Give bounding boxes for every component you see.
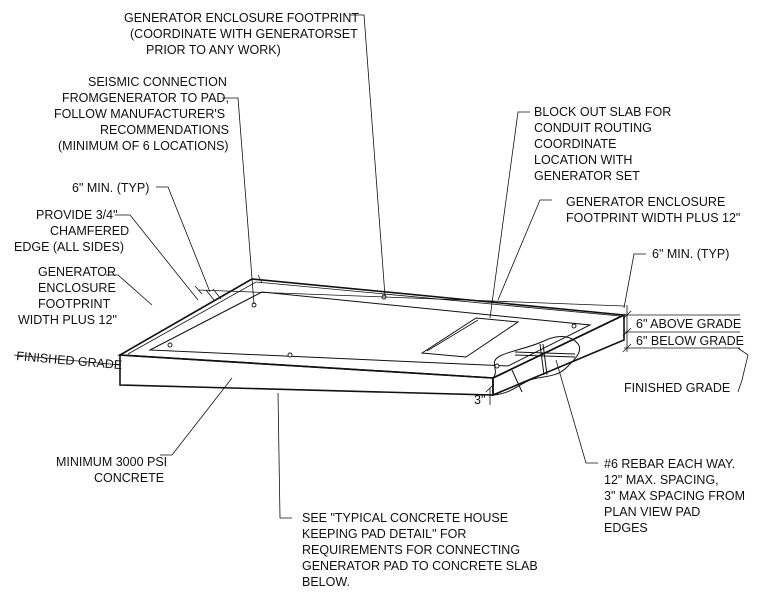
leader-width-left	[106, 274, 153, 306]
label-width-left: GENERATOR ENCLOSURE FOOTPRINT WIDTH PLUS…	[18, 265, 117, 327]
svg-text:BELOW.: BELOW.	[302, 575, 350, 589]
label-chamfer: PROVIDE 3/4" CHAMFERED EDGE (ALL SIDES)	[14, 208, 129, 254]
svg-text:REQUIREMENTS FOR CONNECTING: REQUIREMENTS FOR CONNECTING	[302, 543, 520, 557]
rebar-cut-edge	[511, 369, 523, 393]
block-out-opening	[420, 317, 520, 358]
rebar-bar-1	[514, 351, 576, 355]
leader-width-right	[497, 199, 552, 301]
label-width-right: GENERATOR ENCLOSURE FOOTPRINT WIDTH PLUS…	[566, 195, 740, 225]
leader-block-out	[489, 111, 530, 319]
svg-text:SEE "TYPICAL CONCRETE HOUSE: SEE "TYPICAL CONCRETE HOUSE	[302, 511, 508, 525]
svg-text:GENERATOR PAD TO CONCRETE SLAB: GENERATOR PAD TO CONCRETE SLAB	[302, 559, 538, 573]
six-min-tick-1	[205, 289, 215, 301]
leader-concrete	[160, 377, 233, 456]
six-min-tick-2	[212, 288, 222, 300]
label-six-min-left: 6" MIN. (TYP)	[72, 181, 149, 195]
svg-text:EDGE (ALL SIDES): EDGE (ALL SIDES)	[14, 240, 124, 254]
svg-text:GENERATOR ENCLOSURE FOOTPRINT: GENERATOR ENCLOSURE FOOTPRINT	[124, 11, 359, 25]
pad-front-face	[119, 354, 494, 396]
grade-dim-tick-2	[622, 327, 632, 337]
svg-text:PLAN VIEW PAD: PLAN VIEW PAD	[604, 505, 700, 519]
leader-footprint	[350, 14, 386, 297]
label-below-grade: 6" BELOW GRADE	[636, 334, 744, 348]
svg-text:CHAMFERED: CHAMFERED	[50, 224, 129, 238]
svg-text:CONCRETE: CONCRETE	[94, 471, 164, 485]
label-concrete: MINIMUM 3000 PSI CONCRETE	[56, 455, 167, 485]
three-inch-tick	[485, 383, 495, 393]
cutaway-outline	[492, 336, 580, 396]
label-seismic: SEISMIC CONNECTION FROMGENERATOR TO PAD,…	[54, 75, 229, 153]
svg-text:3" MAX SPACING FROM: 3" MAX SPACING FROM	[604, 489, 745, 503]
finished-grade-right-leader	[737, 347, 749, 393]
svg-text:#6 REBAR EACH WAY.: #6 REBAR EACH WAY.	[604, 457, 735, 471]
label-block-out: BLOCK OUT SLAB FOR CONDUIT ROUTING COORD…	[534, 105, 671, 183]
leader-see-detail	[277, 392, 292, 519]
label-above-grade: 6" ABOVE GRADE	[636, 317, 741, 331]
svg-text:GENERATOR ENCLOSURE: GENERATOR ENCLOSURE	[566, 195, 725, 209]
finished-grade-left-line	[13, 354, 121, 366]
pad-right-face	[492, 313, 625, 397]
svg-text:EDGES: EDGES	[604, 521, 648, 535]
svg-text:ENCLOSURE: ENCLOSURE	[38, 281, 116, 295]
leader-six-min-left	[156, 186, 211, 293]
rebar-bar-2b	[542, 343, 548, 376]
dimension-lines	[13, 274, 749, 405]
svg-text:LOCATION WITH: LOCATION WITH	[534, 153, 632, 167]
svg-text:GENERATOR SET: GENERATOR SET	[534, 169, 640, 183]
svg-text:12" MAX. SPACING,: 12" MAX. SPACING,	[604, 473, 719, 487]
svg-text:(MINIMUM OF 6 LOCATIONS): (MINIMUM OF 6 LOCATIONS)	[58, 139, 229, 153]
seismic-hole-6	[494, 363, 500, 369]
label-finished-grade-left: FINISHED GRADE	[16, 349, 123, 372]
svg-text:RECOMMENDATIONS: RECOMMENDATIONS	[100, 123, 229, 137]
svg-text:FOOTPRINT: FOOTPRINT	[38, 297, 111, 311]
seismic-hole-5	[571, 323, 577, 329]
svg-text:FOLLOW MANUFACTURER'S: FOLLOW MANUFACTURER'S	[54, 107, 225, 121]
label-finished-grade-right: FINISHED GRADE	[624, 381, 730, 395]
enclosure-footprint-outline	[148, 291, 592, 367]
svg-text:FOOTPRINT WIDTH PLUS 12": FOOTPRINT WIDTH PLUS 12"	[566, 211, 740, 225]
rebar-cutaway	[492, 336, 580, 396]
label-rebar: #6 REBAR EACH WAY. 12" MAX. SPACING, 3" …	[604, 457, 745, 535]
svg-text:KEEPING PAD DETAIL" FOR: KEEPING PAD DETAIL" FOR	[302, 527, 466, 541]
leader-seismic	[222, 97, 255, 305]
svg-text:(COORDINATE WITH GENERATORSET: (COORDINATE WITH GENERATORSET	[130, 27, 358, 41]
svg-text:BLOCK OUT SLAB FOR: BLOCK OUT SLAB FOR	[534, 105, 671, 119]
pad-top-face	[117, 278, 627, 379]
leader-six-min-right	[623, 253, 646, 309]
label-footprint: GENERATOR ENCLOSURE FOOTPRINT (COORDINAT…	[124, 11, 359, 57]
width-dim-tick-left	[194, 285, 203, 295]
label-see-detail: SEE "TYPICAL CONCRETE HOUSE KEEPING PAD …	[302, 511, 538, 589]
chamfer-line	[127, 281, 257, 355]
svg-text:PRIOR TO ANY WORK): PRIOR TO ANY WORK)	[146, 43, 281, 57]
svg-text:GENERATOR: GENERATOR	[38, 265, 116, 279]
svg-text:WIDTH PLUS 12": WIDTH PLUS 12"	[18, 313, 117, 327]
width-dim-line	[197, 289, 625, 307]
leader-lines	[106, 14, 646, 519]
seismic-hole-2	[167, 342, 173, 348]
svg-text:PROVIDE 3/4": PROVIDE 3/4"	[36, 208, 118, 222]
svg-text:COORDINATE: COORDINATE	[534, 137, 616, 151]
block-out-inner-edge	[426, 319, 479, 352]
leader-chamfer	[115, 214, 199, 301]
svg-text:CONDUIT ROUTING: CONDUIT ROUTING	[534, 121, 652, 135]
block-out-slab	[420, 317, 520, 358]
svg-text:MINIMUM 3000 PSI: MINIMUM 3000 PSI	[56, 455, 167, 469]
svg-text:FROMGENERATOR TO PAD,: FROMGENERATOR TO PAD,	[62, 91, 229, 105]
label-six-min-right: 6" MIN. (TYP)	[652, 247, 729, 261]
width-dim-tick-mid	[257, 274, 263, 284]
label-three-inch: 3"	[474, 393, 485, 407]
grade-dim-tick-3	[622, 343, 632, 353]
svg-text:SEISMIC CONNECTION: SEISMIC CONNECTION	[88, 75, 227, 89]
grade-dim-tick-1	[622, 310, 632, 320]
leader-rebar	[555, 359, 598, 464]
seismic-hole-3	[287, 352, 293, 358]
rebar-bar-2	[539, 343, 545, 376]
